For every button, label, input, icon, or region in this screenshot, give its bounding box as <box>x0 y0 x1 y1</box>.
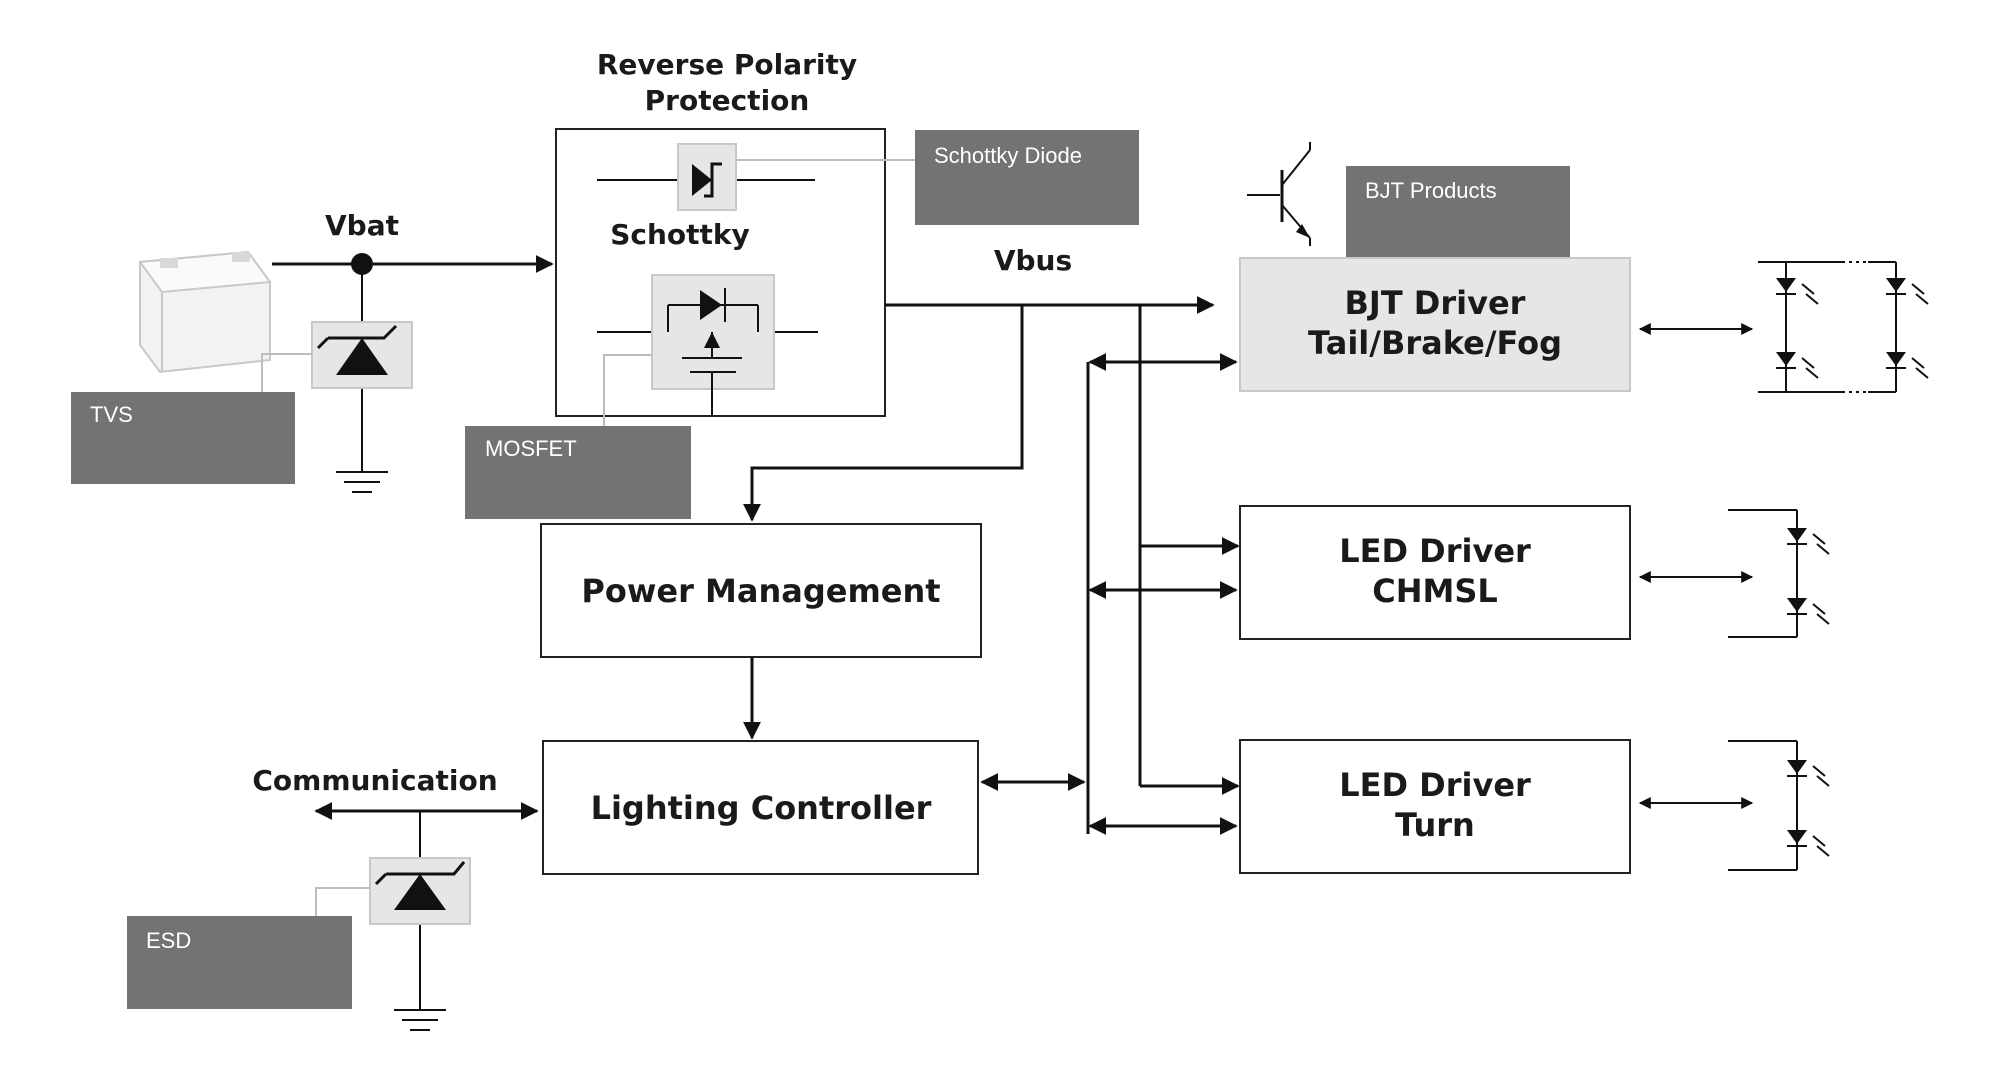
tvs-callout <box>71 392 295 484</box>
lighting-controller-box <box>542 740 979 875</box>
battery-icon <box>138 250 272 374</box>
ground-icon <box>336 471 388 493</box>
esd-leader <box>315 887 370 916</box>
schottky-diode-callout <box>915 130 1139 225</box>
led-driver-turn-box <box>1239 739 1631 874</box>
bjt-driver-title-line1: BJT Driver <box>1345 284 1526 322</box>
bjt-products-callout <box>1346 166 1570 259</box>
led-driver-turn-title-line2: Turn <box>1395 806 1475 844</box>
bjt-driver-box <box>1239 257 1631 392</box>
vbus-to-power-wire <box>743 305 1024 522</box>
mosfet-callout-text: MOSFET <box>485 436 577 461</box>
led-driver-chmsl-box <box>1239 505 1631 640</box>
bjt-products-callout-text: BJT Products <box>1365 178 1497 203</box>
led-array-tail-icon <box>1758 261 1929 393</box>
schottky-diode-icon <box>597 143 815 211</box>
reverse-polarity-title-line2: Protection <box>645 84 810 117</box>
led-driver-turn-title-line1: LED Driver <box>1339 766 1531 804</box>
tvs-diode-icon <box>311 321 413 389</box>
bjt-driver-title-line2: Tail/Brake/Fog <box>1308 324 1562 362</box>
bjt-transistor-icon <box>1247 142 1311 246</box>
led-driver-chmsl-title-line1: LED Driver <box>1339 532 1531 570</box>
tvs-callout-text: TVS <box>90 402 133 427</box>
communication-label: Communication <box>252 764 497 797</box>
esd-callout-text: ESD <box>146 928 191 953</box>
schottky-diode-callout-text: Schottky Diode <box>934 143 1082 168</box>
reverse-polarity-title-line1: Reverse Polarity <box>597 48 857 81</box>
mosfet-icon <box>597 274 818 416</box>
led-array-turn-icon <box>1728 740 1830 871</box>
mosfet-leader <box>603 354 652 426</box>
led-array-chmsl-icon <box>1728 509 1830 638</box>
vbus-label: Vbus <box>994 244 1072 277</box>
power-management-title: Power Management <box>581 572 940 610</box>
power-management-box <box>540 523 982 658</box>
tvs-leader <box>261 353 312 392</box>
ground-icon <box>394 1009 446 1031</box>
esd-callout <box>127 916 352 1009</box>
led-driver-chmsl-title-line2: CHMSL <box>1372 572 1498 610</box>
lighting-controller-title: Lighting Controller <box>591 789 932 827</box>
vbat-label: Vbat <box>325 209 399 242</box>
mosfet-callout <box>465 426 691 519</box>
schottky-label: Schottky <box>610 218 750 251</box>
esd-diode-icon <box>369 857 471 925</box>
